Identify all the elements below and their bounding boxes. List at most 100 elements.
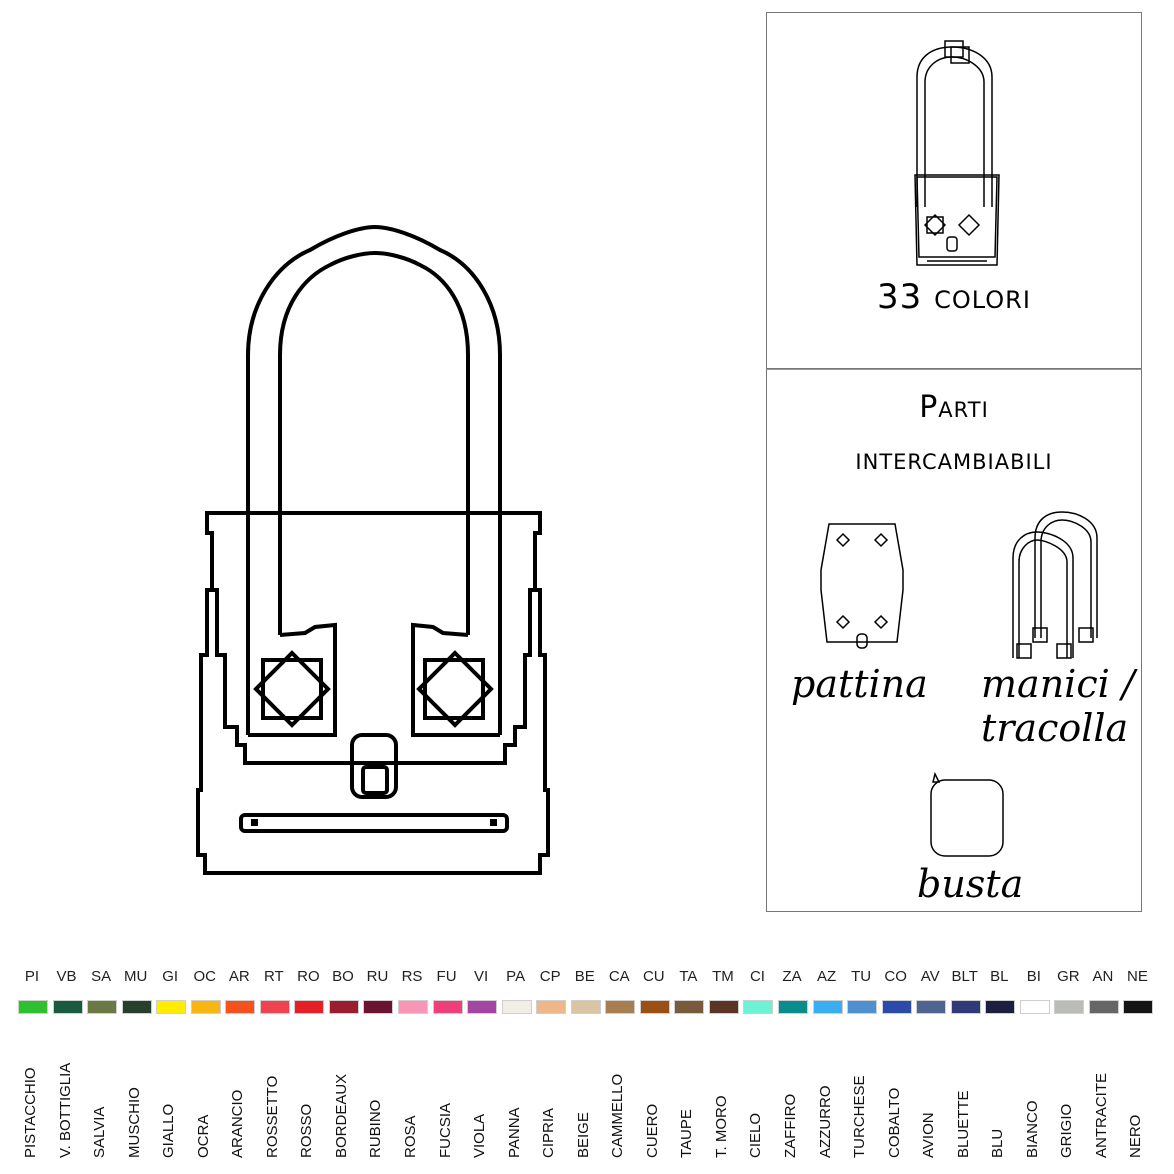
color-name: MUSCHIO xyxy=(125,1087,143,1158)
color-code: TM xyxy=(712,968,734,985)
color-chip xyxy=(18,1000,48,1014)
color-code: AV xyxy=(920,968,940,985)
parts-title-line1: Parti xyxy=(919,390,989,425)
color-code: VI xyxy=(473,968,489,985)
color-name: FUCSIA xyxy=(436,1102,454,1158)
color-name: GRIGIO xyxy=(1058,1103,1076,1158)
colors-count-label: 33 colori xyxy=(877,277,1031,317)
stud-square-left xyxy=(261,658,323,720)
color-name: CAMMELLO xyxy=(609,1073,627,1158)
interchangeable-parts-panel: Parti intercambiabili pattina manici / t… xyxy=(766,369,1142,912)
color-chip xyxy=(985,1000,1016,1014)
color-chip xyxy=(708,1000,739,1014)
color-name: CIELO xyxy=(747,1112,765,1158)
color-chip xyxy=(501,1000,532,1014)
color-name: PANNA xyxy=(505,1107,523,1158)
handles-label-line1: manici / xyxy=(981,662,1135,706)
bag-clasp-lock xyxy=(361,765,389,795)
color-name: SALVIA xyxy=(91,1106,109,1158)
color-code: PI xyxy=(24,968,40,985)
color-chip xyxy=(294,1000,325,1014)
color-name: COBALTO xyxy=(885,1087,903,1158)
stud-square-right xyxy=(423,658,485,720)
color-swatch: TU TURCHESE xyxy=(843,962,879,1174)
color-chip xyxy=(328,1000,359,1014)
color-chip xyxy=(432,1000,463,1014)
color-swatch: BL BLU xyxy=(981,962,1017,1174)
color-chip xyxy=(950,1000,981,1014)
color-chip xyxy=(1088,1000,1119,1014)
color-chip xyxy=(467,1000,498,1014)
bag-handle-inner xyxy=(278,250,470,635)
color-code: CA xyxy=(608,968,630,985)
bag-handle-outer xyxy=(246,224,502,735)
color-code: BE xyxy=(574,968,595,985)
color-code: RU xyxy=(366,968,389,985)
color-name: AVION xyxy=(920,1112,938,1158)
color-code: TU xyxy=(851,968,872,985)
color-name: VIOLA xyxy=(471,1113,489,1158)
color-chip xyxy=(743,1000,774,1014)
pouch-label: busta xyxy=(917,862,1024,906)
color-name: BIANCO xyxy=(1023,1100,1041,1158)
bag-bottom-strip xyxy=(239,813,509,833)
color-chip xyxy=(881,1000,912,1014)
stud-diamond-left xyxy=(253,650,331,728)
color-name: BORDEAUX xyxy=(332,1073,350,1158)
color-code: AN xyxy=(1092,968,1114,985)
color-swatch: MU MUSCHIO xyxy=(118,962,154,1174)
color-name: ZAFFIRO xyxy=(782,1093,799,1158)
color-name: TAUPE xyxy=(678,1109,696,1158)
color-swatch: RU RUBINO xyxy=(359,962,395,1174)
bag-handle-tab-left xyxy=(248,622,337,737)
color-chip xyxy=(1019,1000,1050,1014)
color-swatch: AN ANTRACITE xyxy=(1085,962,1121,1174)
color-code: NE xyxy=(1127,968,1148,985)
color-chip xyxy=(52,1000,83,1014)
color-chip xyxy=(605,1000,636,1014)
color-chip xyxy=(259,1000,290,1014)
color-code: CO xyxy=(884,968,907,985)
color-swatch: GR GRIGIO xyxy=(1050,962,1086,1174)
color-code: BL xyxy=(990,968,1009,985)
color-name: ROSSO xyxy=(298,1103,316,1158)
color-chip xyxy=(916,1000,947,1014)
color-code: MU xyxy=(123,968,148,985)
color-name: RUBINO xyxy=(367,1099,385,1158)
color-chip xyxy=(847,1000,878,1014)
color-name: ANTRACITE xyxy=(1092,1072,1110,1158)
strip-rivet-right xyxy=(490,819,497,826)
color-code: SA xyxy=(91,968,112,985)
stud-diamond-right xyxy=(416,650,494,728)
color-code: FU xyxy=(436,968,457,985)
color-name: BLUETTE xyxy=(954,1090,972,1158)
color-code: CU xyxy=(642,968,665,985)
color-code: GR xyxy=(1057,968,1080,985)
color-chip xyxy=(778,1000,808,1014)
crossbody-bag-thumbnail xyxy=(914,40,1000,266)
color-name: TURCHESE xyxy=(851,1075,869,1158)
color-chip xyxy=(225,1000,256,1014)
bag-flap-outline xyxy=(205,513,542,765)
color-chip xyxy=(156,1000,187,1014)
color-name: BLU xyxy=(989,1128,1007,1158)
color-chip xyxy=(536,1000,567,1014)
color-chip xyxy=(1054,1000,1085,1014)
color-chip xyxy=(87,1000,118,1014)
color-name: ROSA xyxy=(402,1115,419,1158)
